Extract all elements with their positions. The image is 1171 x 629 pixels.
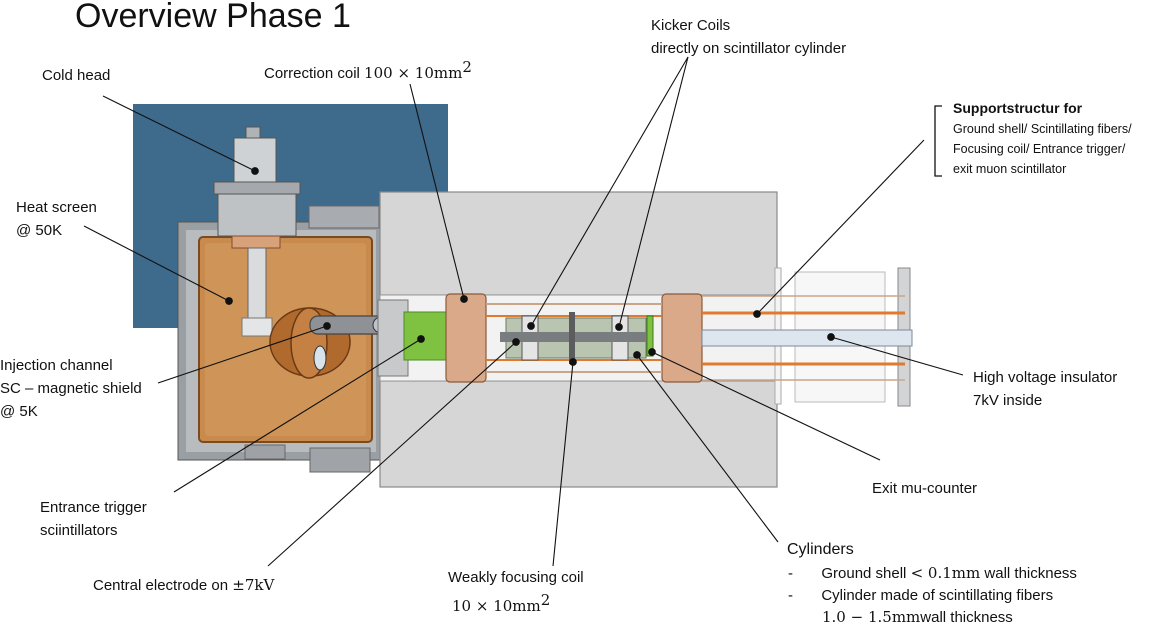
leader-kicker-2	[618, 56, 689, 328]
magnet-yoke-bottom	[379, 380, 778, 488]
label-correction-coil: Correction coil 100 × 10mm2	[264, 58, 472, 82]
label-support-structure: Supportstructur for Ground shell/ Scinti…	[953, 100, 1132, 176]
leader-central-electrode	[267, 341, 517, 567]
label-kicker-coils: Kicker Coils directly on scintillator cy…	[651, 17, 847, 57]
leader-weakly-focusing	[552, 361, 574, 567]
label-cold-head: Cold head	[42, 67, 111, 84]
page-title: Overview Phase 1	[75, 0, 351, 35]
label-exit-mu-counter: Exit mu-counter	[872, 480, 978, 497]
cylinders-bullet-2-cont: 1.0 − 1.5mmwall thickness	[822, 608, 1013, 626]
label-entrance-trigger: Entrance trigger sciintillators	[40, 499, 147, 539]
label-weakly-focusing-coil: Weakly focusing coil 10 × 10mm2	[448, 569, 584, 615]
exit-mu-counter	[646, 315, 654, 357]
label-injection-channel: Injection channel SC – magnetic shield @…	[0, 357, 142, 420]
cryostat-top-flange	[308, 205, 380, 229]
label-heat-screen: Heat screen @ 50K	[16, 199, 97, 239]
leader-hv-insulator	[830, 336, 964, 376]
leader-kicker-1	[530, 56, 689, 327]
correction-coil-left	[445, 293, 487, 383]
leader-exit-counter	[651, 351, 881, 461]
hv-insulator	[701, 329, 913, 347]
entrance-trigger-scintillator	[403, 311, 449, 361]
weakly-focusing-coil	[569, 312, 575, 364]
label-hv-insulator: High voltage insulator 7kV inside	[973, 369, 1118, 409]
cylinders-bullet-1: - Ground shell < 0.1mm wall thickness	[788, 564, 1077, 582]
label-central-electrode: Central electrode on ±7kV	[93, 576, 275, 594]
cold-head-top	[245, 126, 261, 140]
magnet-yoke-top	[379, 191, 778, 296]
leader-cold-head	[102, 95, 256, 172]
correction-coil-right	[661, 293, 703, 383]
cold-head-body	[233, 137, 277, 185]
leader-entrance-trigger	[173, 338, 422, 493]
cryostat-bottom-flange	[244, 444, 286, 460]
leader-correction-coil	[409, 83, 465, 300]
leader-cylinders	[636, 354, 779, 543]
support-bracket	[934, 105, 942, 177]
cylinders-bullet-2: - Cylinder made of scintillating fibers	[788, 587, 1054, 604]
leader-support	[756, 139, 925, 315]
leader-injection	[157, 325, 328, 384]
label-cylinders: Cylinders	[787, 541, 854, 558]
leader-heat-screen	[83, 225, 230, 302]
